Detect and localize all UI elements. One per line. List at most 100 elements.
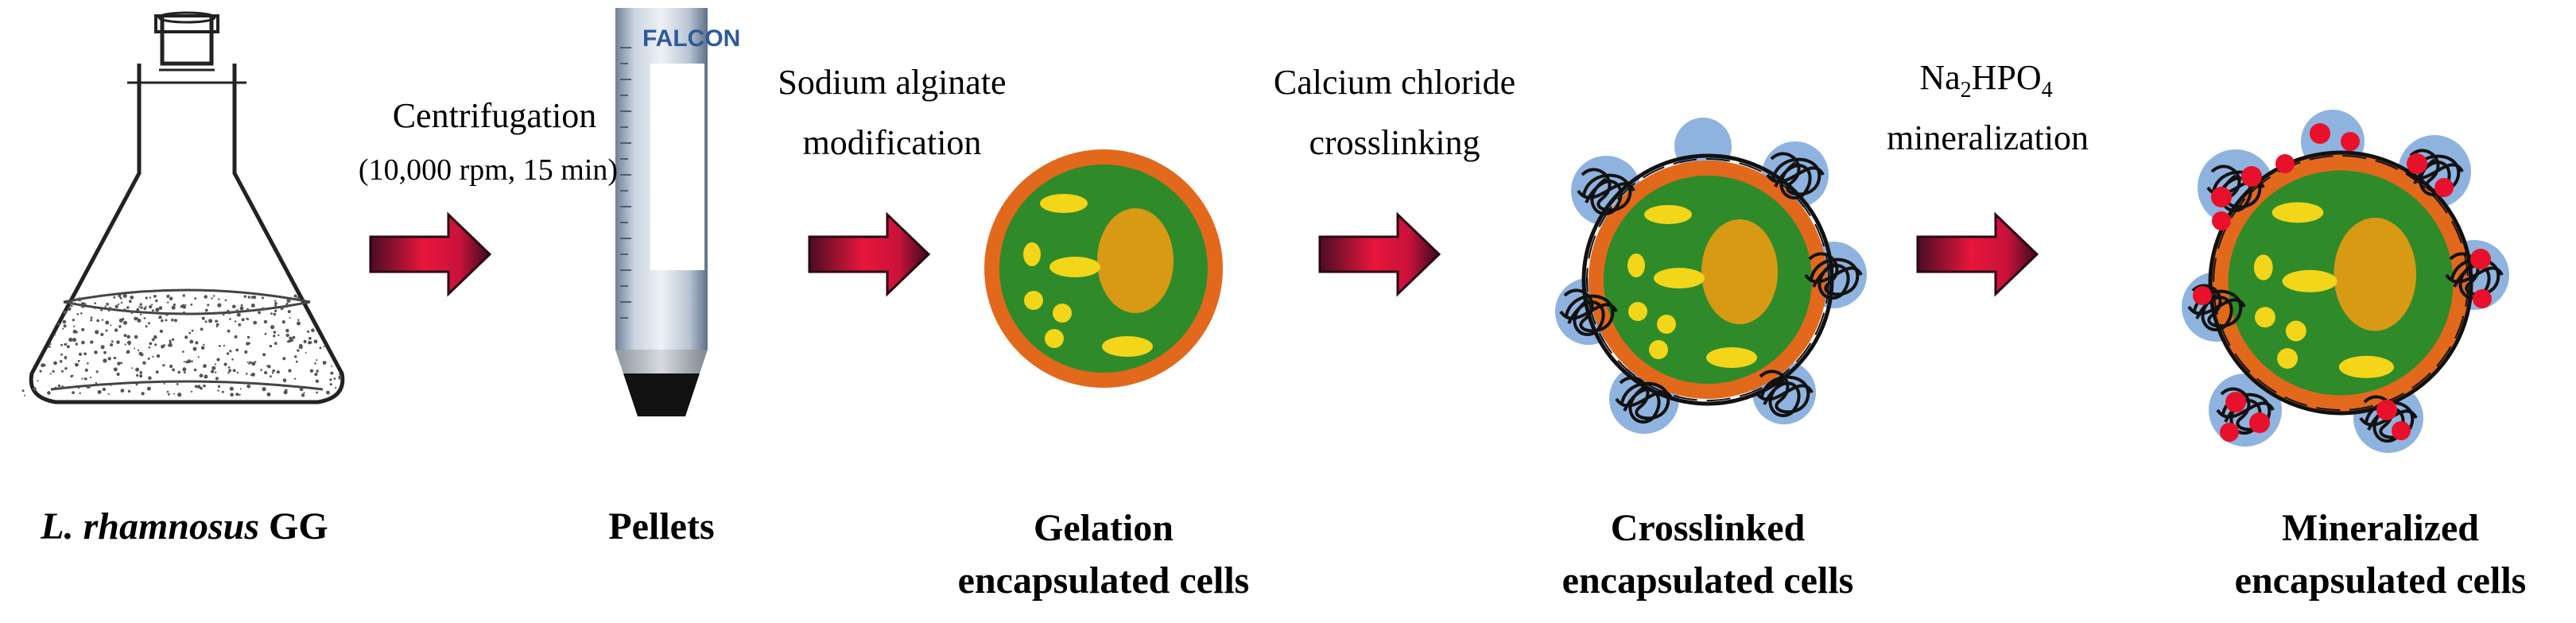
bacterium-dot [301, 393, 305, 397]
bacterium-dot [127, 340, 131, 345]
bacterium-dot [239, 306, 244, 311]
bacterium-dot [117, 303, 120, 306]
bacterium-dot [113, 356, 117, 360]
bacterium-dot [285, 304, 289, 308]
bacterium-dot [94, 307, 96, 309]
bacterium-dot [63, 310, 68, 315]
bacterium-dot [187, 359, 192, 364]
bacterium-dot [103, 358, 107, 363]
bacterium-dot [253, 320, 258, 325]
bacterium-dot [62, 327, 64, 330]
bacterium-dot [229, 386, 234, 391]
bacterium-dot [227, 309, 230, 312]
bacterium-dot [139, 303, 142, 306]
bacterium-dot [77, 359, 80, 362]
bacterium-dot [137, 349, 140, 352]
bacterium-dot [228, 369, 231, 373]
bacterium-dot [61, 370, 64, 373]
bacterium-dot [246, 317, 249, 320]
bacterium-dot [167, 294, 170, 297]
bacterium-dot [24, 394, 25, 397]
bacterium-dot [263, 319, 268, 324]
bacterium-dot [37, 380, 39, 382]
bacterium-dot [287, 310, 291, 314]
bacterium-dot [60, 343, 63, 346]
bacterium-dot [184, 335, 188, 339]
bacterium-dot [126, 306, 130, 309]
bacterium-dot [177, 370, 180, 374]
bacterium-dot [295, 360, 298, 363]
bacterium-dot [329, 383, 332, 386]
bacterium-dot [86, 386, 89, 389]
bacterium-dot [215, 323, 219, 327]
bacterium-dot [167, 381, 169, 383]
bacterium-dot [315, 379, 320, 383]
caption-gelation-line1: Gelation [1034, 507, 1174, 549]
bacterium-dot [64, 367, 68, 370]
bacterium-dot [208, 319, 213, 323]
bacterium-dot [113, 367, 118, 372]
bacterium-dot [246, 384, 251, 389]
bacterium-dot [84, 368, 88, 372]
caption-mineralized-line2: encapsulated cells [2235, 559, 2527, 602]
bacterium-dot [227, 329, 231, 333]
bacterium-dot [258, 311, 261, 315]
bacterium-dot [147, 357, 150, 360]
bacterium-dot [188, 331, 192, 335]
bacterium-dot [311, 328, 315, 333]
bacterium-dot [267, 365, 271, 369]
bacterium-dot [161, 344, 165, 349]
bacterium-dot [207, 304, 210, 307]
bacterium-dot [148, 376, 152, 381]
bacterium-dot [216, 358, 220, 362]
bacterium-dot [200, 386, 203, 390]
bacterium-dot [172, 306, 174, 308]
bacterium-dot [138, 351, 143, 356]
bacterium-dot [49, 373, 52, 375]
bacterium-dot [52, 370, 55, 373]
bacterium-dot [21, 389, 25, 393]
bacterium-dot [72, 391, 75, 394]
bacterium-dot [249, 361, 252, 364]
bacterium-dot [110, 324, 112, 327]
bacterium-dot [224, 299, 227, 302]
caption-crosslinked-line2: encapsulated cells [1562, 559, 1854, 602]
bacterium-dot [135, 317, 138, 320]
bacterium-dot [154, 343, 157, 346]
bacterium-dot [235, 381, 238, 384]
bacterium-dot [235, 348, 239, 352]
bacterium-dot [96, 319, 99, 323]
bacterium-dot [217, 303, 222, 308]
bacterium-dot [241, 318, 245, 322]
bacterium-dot [97, 389, 102, 394]
bacterium-dot [152, 355, 154, 358]
bacterium-dot [299, 387, 304, 392]
bacterium-dot [199, 373, 204, 378]
bacterium-dot [136, 373, 139, 377]
bacterium-dot [174, 319, 177, 323]
bacterium-dot [297, 296, 300, 300]
bacterium-dot [335, 386, 337, 389]
bacterium-dot [167, 393, 170, 396]
bacterium-dot [153, 335, 157, 339]
bacterium-dot [227, 371, 230, 374]
bacterium-dot [201, 316, 205, 320]
bacterium-dot [323, 346, 325, 348]
bacterium-dot [322, 361, 327, 365]
bacterium-dot [239, 388, 242, 390]
bacterium-dot [100, 332, 104, 337]
bacterium-dot [158, 317, 161, 319]
bacterium-dot [145, 325, 148, 328]
bacterium-dot [251, 373, 255, 377]
bacterium-dot [148, 346, 151, 349]
bacterium-dot [270, 312, 273, 315]
bacterium-dot [196, 385, 201, 389]
bacterium-dot [247, 296, 250, 299]
bacterium-dot [66, 345, 70, 349]
bacterium-dot [161, 319, 164, 323]
bacterium-dot [163, 382, 165, 385]
bacterium-dot [95, 370, 99, 373]
bacterium-dot [288, 369, 292, 373]
bacterium-dot [151, 338, 155, 342]
bacterium-dot [100, 308, 103, 312]
